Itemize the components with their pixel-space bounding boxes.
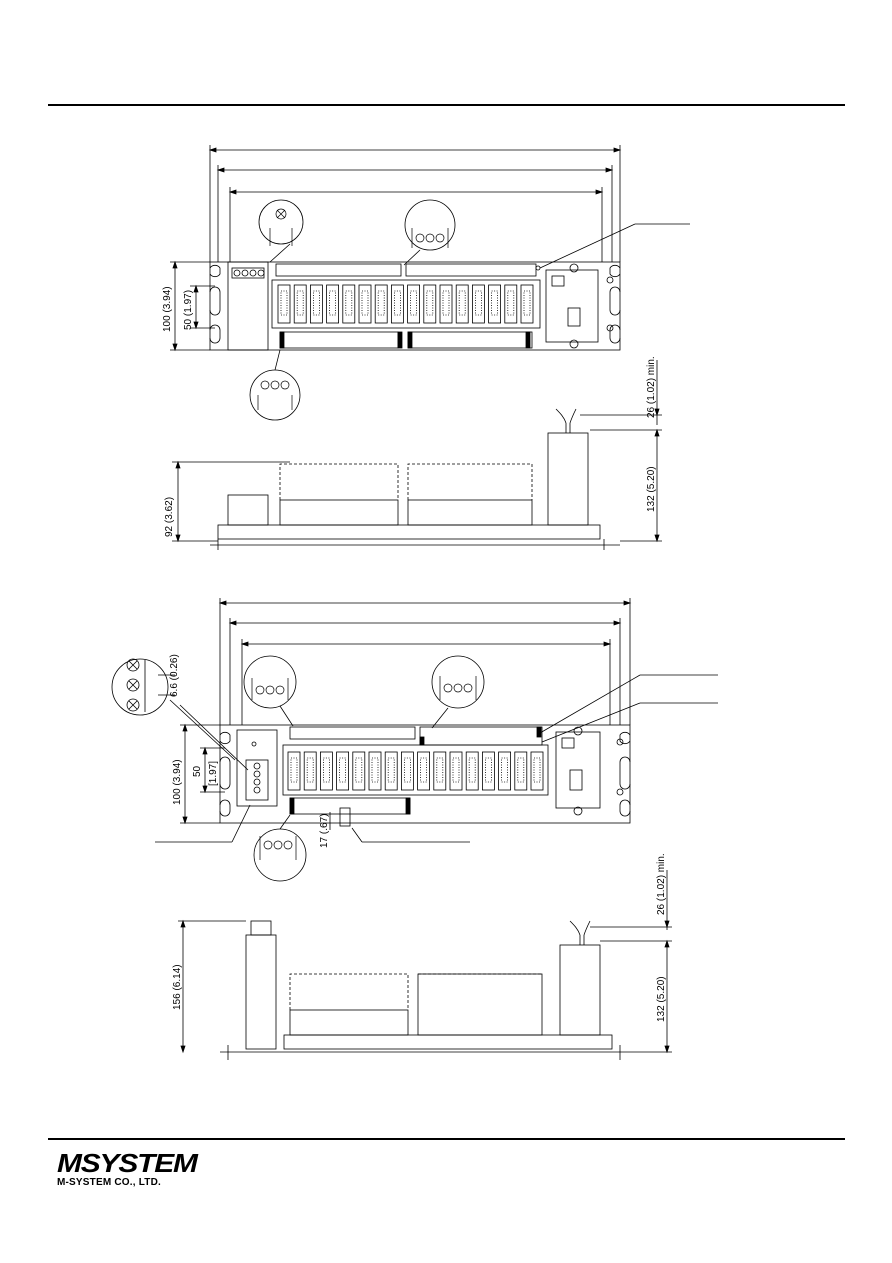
relay-contact <box>468 757 476 783</box>
relay-contact <box>484 757 492 783</box>
company-logo: MSYSTEM M-SYSTEM CO., LTD. <box>57 1150 198 1190</box>
relay-contact <box>280 290 288 316</box>
relay-contact <box>533 757 541 783</box>
relay-module <box>326 284 340 324</box>
relay-contact <box>501 757 509 783</box>
relay-module <box>488 284 502 324</box>
relay-contact <box>296 290 304 316</box>
relay-contact <box>458 290 466 316</box>
relay-contact <box>290 757 298 783</box>
dim-top-total-height: 132 (5.20) <box>646 466 657 512</box>
relay-module <box>342 284 356 324</box>
top-side-view <box>172 360 662 550</box>
dim-bottom-screw-pitch: 6.6 (0.26) <box>169 654 180 697</box>
relay-contact <box>393 290 401 316</box>
relay-module <box>368 751 382 791</box>
footer-rule <box>48 1138 845 1140</box>
relay-contact <box>355 757 363 783</box>
relay-module <box>390 284 404 324</box>
dim-bottom-total-height: 132 (5.20) <box>656 976 667 1022</box>
relay-contact <box>312 290 320 316</box>
relay-module <box>407 284 421 324</box>
relay-module <box>319 751 333 791</box>
relay-module <box>520 284 534 324</box>
relay-module <box>303 751 317 791</box>
dim-top-clearance: 26 (1.02) min. <box>646 356 657 418</box>
relay-contact <box>436 757 444 783</box>
relay-module <box>449 751 463 791</box>
relay-module <box>309 284 323 324</box>
relay-module <box>433 751 447 791</box>
relay-contact <box>523 290 531 316</box>
relay-contact <box>426 290 434 316</box>
relay-contact <box>410 290 418 316</box>
relay-module <box>384 751 398 791</box>
relay-contact <box>491 290 499 316</box>
relay-contact <box>339 757 347 783</box>
relay-contact <box>387 757 395 783</box>
relay-module <box>423 284 437 324</box>
bottom-front-view <box>111 598 718 882</box>
relay-module <box>465 751 479 791</box>
relay-contact <box>452 757 460 783</box>
relay-contact <box>474 290 482 316</box>
header-rule <box>48 104 845 106</box>
relay-module <box>400 751 414 791</box>
dim-top-side-height: 92 (3.62) <box>164 497 175 537</box>
relay-contact <box>507 290 515 316</box>
relay-contact <box>403 757 411 783</box>
relay-module <box>481 751 495 791</box>
dim-bottom-clearance: 26 (1.02) min. <box>656 853 667 915</box>
relay-module <box>374 284 388 324</box>
relay-contact <box>420 757 428 783</box>
top-front-view <box>170 145 690 421</box>
relay-module <box>514 751 528 791</box>
dim-top-mount: 50 (1.97) <box>183 290 194 330</box>
bottom-side-view <box>178 870 672 1060</box>
relay-module <box>293 284 307 324</box>
relay-module <box>358 284 372 324</box>
relay-module <box>287 751 301 791</box>
relay-module <box>498 751 512 791</box>
dim-bottom-mount-b: [1.97] <box>208 761 219 786</box>
dim-bottom-height: 100 (3.94) <box>172 759 183 805</box>
relay-contact <box>329 290 337 316</box>
relay-module <box>504 284 518 324</box>
relay-contact <box>371 757 379 783</box>
relay-module <box>417 751 431 791</box>
relay-module <box>439 284 453 324</box>
company-name: M-SYSTEM CO., LTD. <box>57 1177 161 1188</box>
relay-module <box>530 751 544 791</box>
dim-bottom-mount-a: 50 <box>192 765 203 777</box>
relay-contact <box>377 290 385 316</box>
relay-contact <box>306 757 314 783</box>
relay-contact <box>345 290 353 316</box>
relay-module <box>471 284 485 324</box>
relay-module <box>277 284 291 324</box>
dim-bottom-offset: 17 (.67) <box>319 814 330 848</box>
relay-module <box>455 284 469 324</box>
relay-contact <box>517 757 525 783</box>
relay-contact <box>322 757 330 783</box>
relay-contact <box>361 290 369 316</box>
logo-wordmark: MSYSTEM <box>57 1148 198 1178</box>
dim-top-height: 100 (3.94) <box>162 286 173 332</box>
relay-module <box>352 751 366 791</box>
relay-module <box>336 751 350 791</box>
relay-contact <box>442 290 450 316</box>
dim-bottom-side-height: 156 (6.14) <box>172 964 183 1010</box>
